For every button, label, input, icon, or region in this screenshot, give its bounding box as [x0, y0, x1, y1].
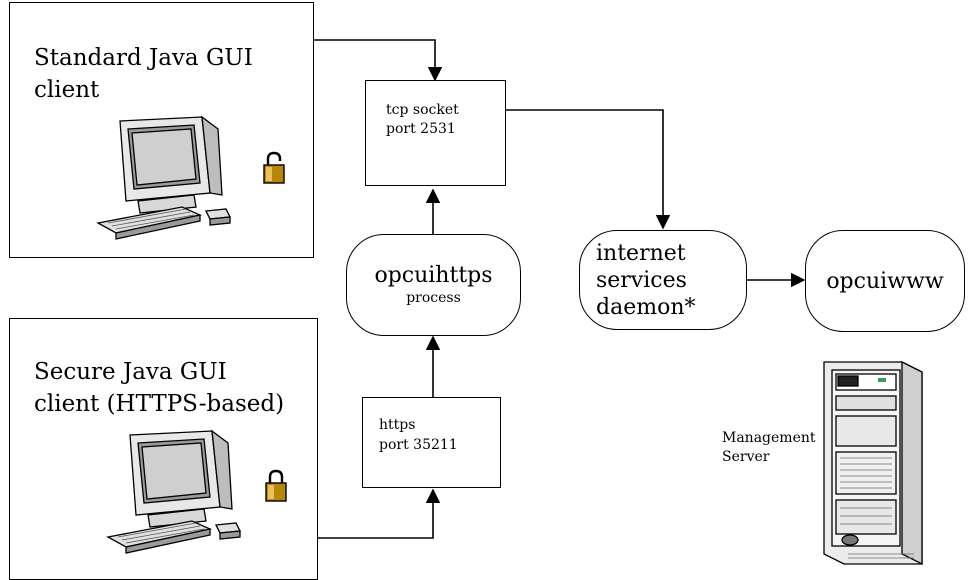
standard-client-box: Standard Java GUI client: [9, 2, 314, 258]
inetd-node: internet services daemon*: [579, 230, 747, 330]
management-server-label-line1: Management: [722, 430, 816, 446]
inetd-line2: services: [596, 267, 687, 293]
inetd-line1: internet: [596, 240, 686, 266]
server-tower-icon: [823, 360, 923, 566]
arrow-standard-to-tcp: [314, 39, 443, 82]
management-server-label-line2: Server: [722, 449, 770, 465]
https-port-label: port 35211: [379, 437, 458, 453]
secure-client-box: Secure Java GUI client (HTTPS-based): [9, 318, 318, 580]
secure-client-label-line2: client (HTTPS-based): [34, 391, 285, 417]
https-label: https: [379, 417, 416, 433]
tcp-port-label: port 2531: [386, 121, 456, 137]
computer-icon: [106, 429, 242, 554]
arrow-tcp-to-inetd: [505, 109, 671, 230]
padlock-closed-icon: [265, 469, 287, 502]
standard-client-label-line1: Standard Java GUI: [34, 45, 253, 71]
opcuihttps-process-node: opcuihttps process: [346, 234, 521, 336]
https-port-box: https port 35211: [362, 397, 501, 488]
secure-client-label-line1: Secure Java GUI: [34, 359, 227, 385]
tcp-socket-label: tcp socket: [386, 102, 459, 118]
tcp-socket-box: tcp socket port 2531: [365, 80, 506, 186]
padlock-open-icon: [263, 151, 285, 184]
computer-icon: [96, 115, 232, 240]
inetd-line3: daemon*: [596, 294, 696, 320]
standard-client-label-line2: client: [34, 77, 100, 103]
opcuiwww-node: opcuiwww: [805, 230, 965, 332]
opcuiwww-name: opcuiwww: [826, 268, 944, 294]
opcuihttps-sub: process: [406, 290, 461, 306]
opcuihttps-name: opcuihttps: [374, 263, 493, 288]
arrow-secure-to-https: [318, 488, 441, 539]
